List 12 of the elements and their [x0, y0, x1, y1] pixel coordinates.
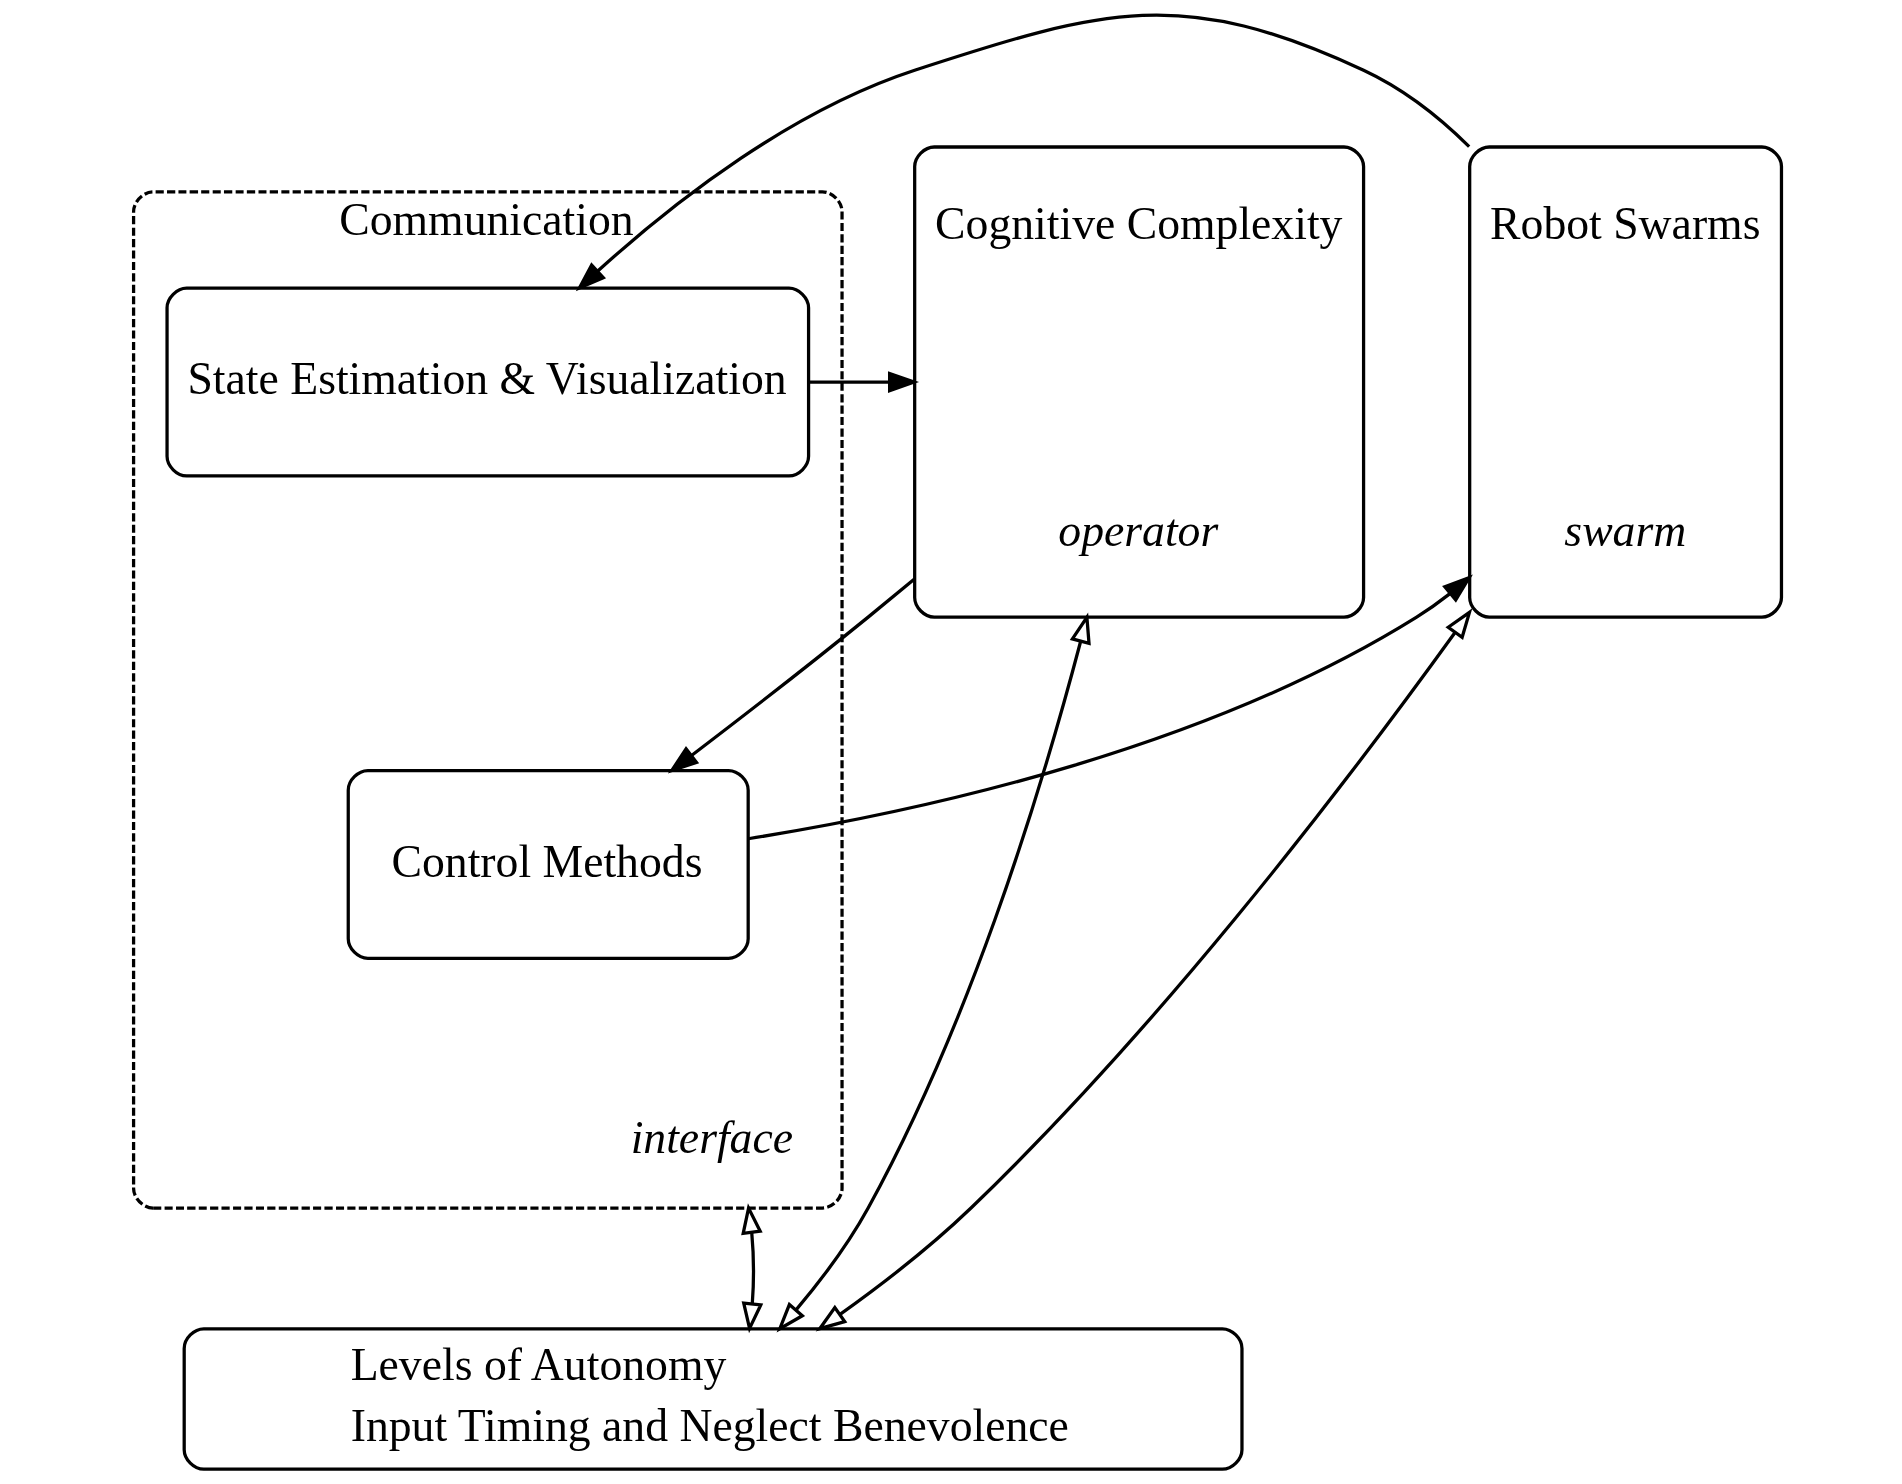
arrow [741, 1203, 764, 1334]
arrow [747, 574, 1473, 841]
arrow [575, 13, 1471, 292]
arrow [667, 577, 916, 774]
arrow [776, 612, 1091, 1333]
node-box: Control Methods [346, 768, 750, 960]
arrow [815, 608, 1473, 1332]
node-box: Cognitive Complexity operator [913, 145, 1366, 619]
node-box: Robot Swarms swarm [1468, 145, 1784, 619]
arrow [809, 371, 920, 393]
node-box: State Estimation & Visualization [165, 286, 811, 478]
node-box: Levels of Autonomy Input Timing and Neglect Benevolence [182, 1327, 1244, 1471]
